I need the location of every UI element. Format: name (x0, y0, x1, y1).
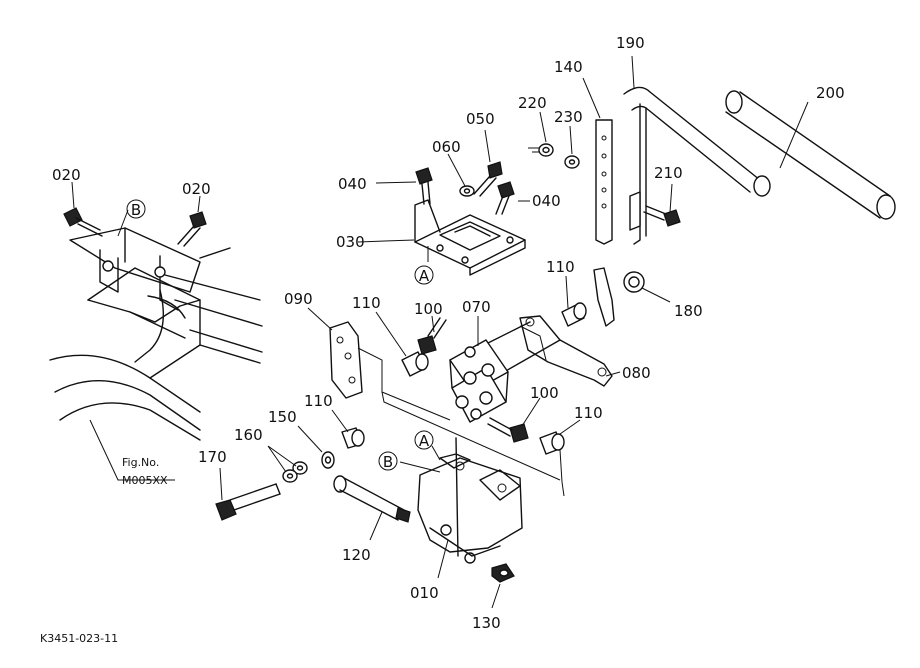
small-parts-220-230-210 (528, 143, 681, 293)
label-180: 180 (674, 302, 703, 320)
handle-190 (623, 86, 771, 245)
marker-a-top: A (414, 265, 434, 285)
lever-140 (593, 119, 615, 327)
label-030: 030 (336, 233, 365, 251)
plate-010 (333, 437, 523, 583)
label-100-lower: 100 (530, 384, 559, 402)
marker-b-left: B (126, 199, 146, 219)
circled-markers: B A A B (126, 199, 434, 471)
pivot-assembly (329, 302, 613, 497)
label-150: 150 (268, 408, 297, 426)
label-220: 220 (518, 94, 547, 112)
label-160: 160 (234, 426, 263, 444)
label-110-mid: 110 (352, 294, 381, 312)
fig-code: M005XX (122, 474, 168, 487)
diagram-code: K3451-023-11 (40, 632, 118, 645)
label-110-top: 110 (546, 258, 575, 276)
fig-no-label: Fig.No. (122, 456, 159, 469)
frame-bracket-assembly (49, 207, 263, 441)
label-090: 090 (284, 290, 313, 308)
label-040-left: 040 (338, 175, 367, 193)
label-140: 140 (554, 58, 583, 76)
bolt-020-left (63, 207, 103, 237)
bracket-030 (414, 161, 526, 276)
bolt-020-right (177, 211, 207, 247)
label-190: 190 (616, 34, 645, 52)
small-parts-150-160-170 (215, 451, 335, 521)
label-200: 200 (816, 84, 845, 102)
svg-text:B: B (383, 453, 393, 471)
label-050: 050 (466, 110, 495, 128)
svg-text:B: B (131, 201, 141, 219)
top-center-leaders (357, 129, 530, 262)
label-110-right: 110 (574, 404, 603, 422)
svg-text:A: A (419, 267, 430, 285)
label-010: 010 (410, 584, 439, 602)
lever-leaders (539, 55, 809, 309)
grip-200 (725, 90, 896, 220)
label-130: 130 (472, 614, 501, 632)
label-040-right: 040 (532, 192, 561, 210)
label-210: 210 (654, 164, 683, 182)
label-080: 080 (622, 364, 651, 382)
marker-b-bottom: B (378, 451, 398, 471)
marker-a-bottom: A (414, 430, 434, 450)
figure-reference: Fig.No. M005XX (122, 456, 168, 487)
label-120: 120 (342, 546, 371, 564)
svg-text:A: A (419, 432, 430, 450)
label-020-left: 020 (52, 166, 81, 184)
label-230: 230 (554, 108, 583, 126)
label-070: 070 (462, 298, 491, 316)
label-060: 060 (432, 138, 461, 156)
label-110-left: 110 (304, 392, 333, 410)
left-leaders (71, 181, 201, 481)
main-leaders (219, 307, 621, 609)
label-100-top: 100 (414, 300, 443, 318)
label-020-right: 020 (182, 180, 211, 198)
part-labels: 020 020 040 040 030 060 050 220 230 140 … (52, 34, 845, 632)
label-170: 170 (198, 448, 227, 466)
